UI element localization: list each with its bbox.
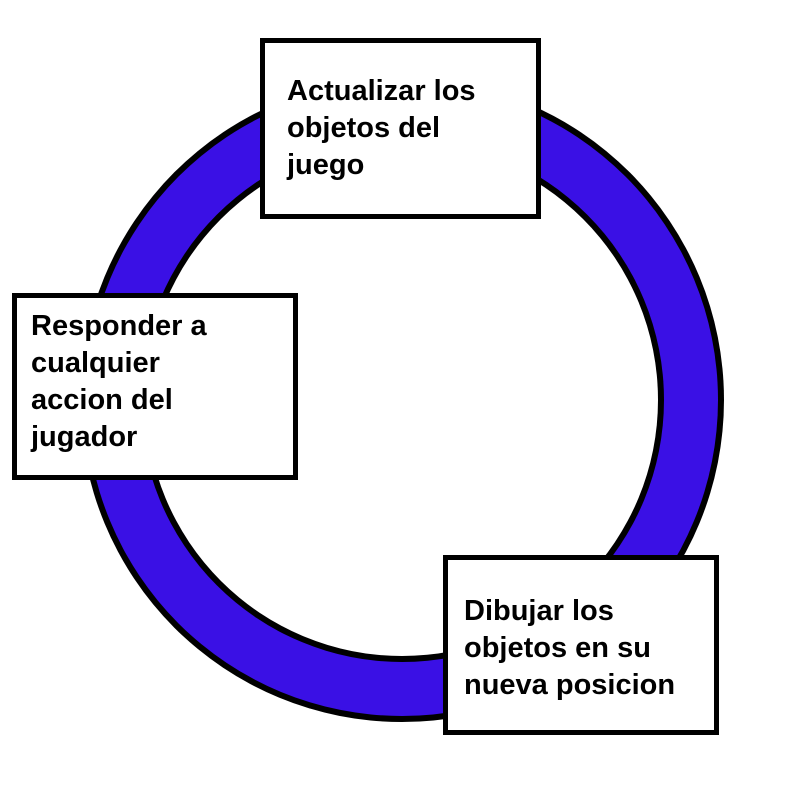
step-respond-player-action: Responder a cualquier accion del jugador	[12, 293, 298, 480]
step-text-line: juego	[287, 149, 365, 181]
step-draw-objects: Dibujar los objetos en su nueva posicion	[443, 555, 719, 735]
ring-center	[146, 144, 658, 656]
step-text-line: Responder a	[31, 310, 207, 342]
step-text-line: jugador	[31, 421, 138, 453]
step-text-line: nueva posicion	[464, 669, 676, 701]
step-text-line: accion del	[31, 384, 173, 416]
step-text-line: objetos en su	[464, 632, 651, 664]
step-text-line: Dibujar los	[464, 595, 614, 627]
step-text-line: objetos del	[287, 112, 441, 144]
step-text-line: cualquier	[31, 347, 160, 379]
step-update-objects: Actualizar los objetos del juego	[260, 38, 541, 219]
step-text-line: Actualizar los	[287, 75, 476, 107]
